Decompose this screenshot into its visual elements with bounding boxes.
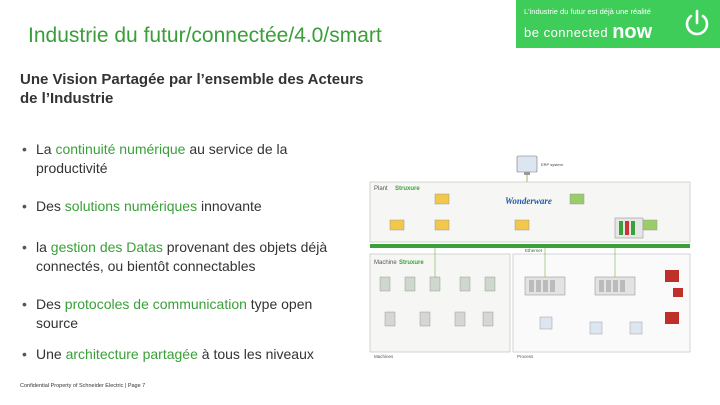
brand-be-connected: be connected xyxy=(524,25,609,40)
erp-label: ERP system xyxy=(541,162,564,167)
section-subtitle: Une Vision Partagée par l’ensemble des A… xyxy=(20,71,364,107)
device-icon xyxy=(454,311,466,327)
plant-module xyxy=(389,219,405,231)
device-icon xyxy=(629,321,643,335)
bullet-highlight: continuité numérique xyxy=(55,141,186,157)
plc-rack-icon xyxy=(524,276,566,296)
ethernet-label: Ethernet xyxy=(525,248,543,253)
machine-label: Machine xyxy=(374,260,397,266)
bullet-item: Une architecture partagée à tous les niv… xyxy=(22,345,352,364)
plant-label: Plant xyxy=(374,186,388,192)
page-title: Industrie du futur/connectée/4.0/smart xyxy=(28,24,382,47)
red-device-icon xyxy=(665,270,679,282)
device-icon xyxy=(482,311,494,327)
brand-slogan: be connected now xyxy=(524,20,652,43)
bullet-item: Des solutions numériques innovante xyxy=(22,197,352,216)
bullet-item: La continuité numérique au service de la… xyxy=(22,140,352,178)
machines-footer-label: Machines xyxy=(374,354,394,359)
device-icon xyxy=(379,276,391,292)
bullet-highlight: protocoles de communication xyxy=(64,296,247,312)
page-footer: Confidential Property of Schneider Elect… xyxy=(20,383,146,389)
red-device-icon xyxy=(665,312,679,324)
device-icon xyxy=(484,276,496,292)
device-icon xyxy=(384,311,396,327)
device-icon xyxy=(419,311,431,327)
ethernet-bar xyxy=(370,244,690,248)
brand-banner: L'industrie du futur est déjà une réalit… xyxy=(516,0,720,48)
process-footer-label: Process xyxy=(517,354,534,359)
server-rack-icon xyxy=(614,217,644,239)
device-icon xyxy=(589,321,603,335)
architecture-diagram: ERP system Plant Struxure Wonderware Eth… xyxy=(369,155,691,359)
machine-brand: Struxure xyxy=(399,260,424,266)
bullet-highlight: architecture partagée xyxy=(65,346,198,362)
erp-monitor-icon xyxy=(516,155,538,175)
plant-module xyxy=(434,193,450,205)
bullet-highlight: gestion des Datas xyxy=(50,239,163,255)
brand-now: now xyxy=(612,21,653,43)
bullet-item: Des protocoles de communication type ope… xyxy=(22,295,352,333)
brand-tagline: L'industrie du futur est déjà une réalit… xyxy=(524,7,651,16)
plant-module xyxy=(569,193,585,205)
device-icon xyxy=(429,276,441,292)
plant-module xyxy=(642,219,658,231)
plant-module xyxy=(514,219,530,231)
bullet-item: la gestion des Datas provenant des objet… xyxy=(22,238,352,276)
process-zone xyxy=(512,253,691,353)
plant-brand: Struxure xyxy=(395,186,420,192)
machine-zone xyxy=(369,253,511,353)
bullet-list: La continuité numérique au service de la… xyxy=(22,140,352,364)
wonderware-logo: Wonderware xyxy=(505,196,552,206)
bullet-highlight: solutions numériques xyxy=(64,198,198,214)
device-icon xyxy=(459,276,471,292)
plc-rack-icon xyxy=(594,276,636,296)
device-icon xyxy=(539,316,553,330)
power-icon xyxy=(685,9,709,36)
red-device-icon xyxy=(673,288,683,297)
device-icon xyxy=(404,276,416,292)
plant-module xyxy=(434,219,450,231)
